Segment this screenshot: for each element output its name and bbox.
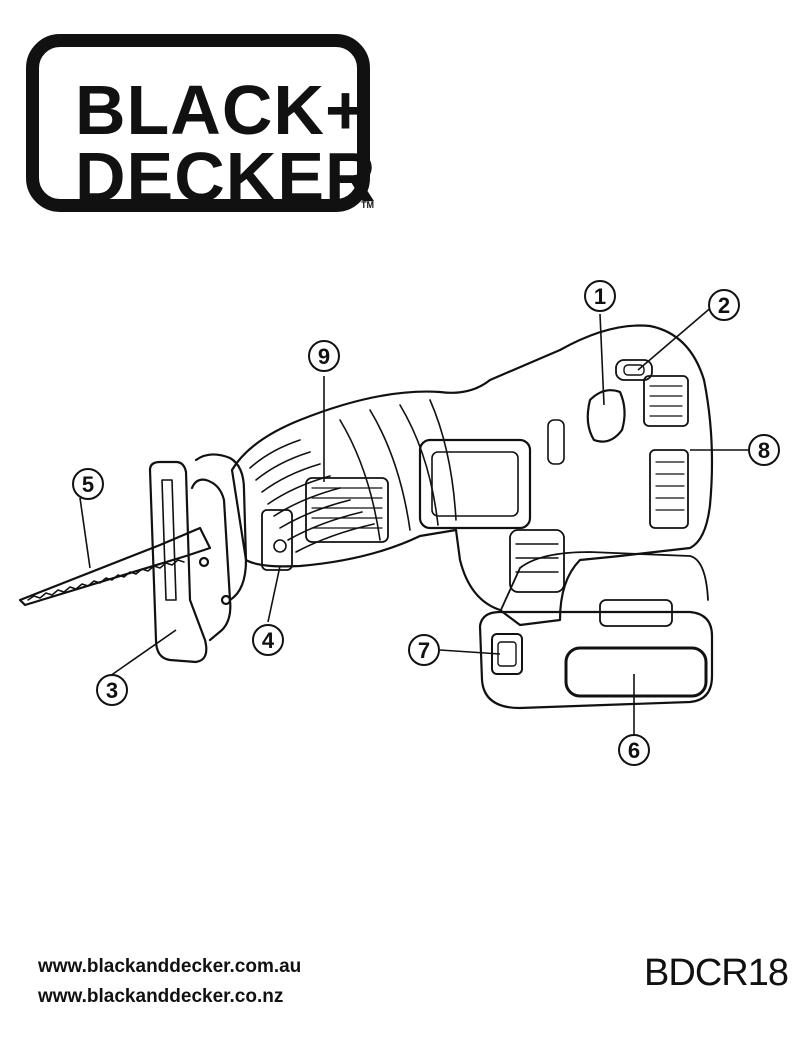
shoe: [148, 460, 208, 664]
battery-pack: [478, 610, 714, 710]
callout-2: 2: [718, 293, 730, 318]
logo-line-2: DECKER: [75, 138, 377, 216]
saw-body: [230, 324, 714, 627]
callout-9: 9: [318, 344, 330, 369]
model-number: BDCR18: [644, 952, 789, 994]
saw-blade: [18, 526, 212, 607]
grip-ribs: [249, 399, 457, 553]
website-url-au[interactable]: www.blackanddecker.com.au: [38, 956, 302, 977]
website-url-nz[interactable]: www.blackanddecker.co.nz: [38, 986, 284, 1007]
brand-logo: BLACK+ DECKER: [26, 34, 376, 212]
logo-line-1: BLACK+: [75, 71, 367, 149]
trademark-mark: TM: [361, 200, 374, 210]
reciprocating-saw-illustration: 1 2 8 5 4 3 6 7 9: [18, 280, 780, 766]
callout-3: 3: [106, 678, 118, 703]
trigger: [586, 389, 626, 443]
callout-8: 8: [758, 438, 770, 463]
callout-6: 6: [628, 738, 640, 763]
callout-1: 1: [594, 284, 606, 309]
callout-7: 7: [418, 638, 430, 663]
callout-4: 4: [262, 628, 275, 653]
callout-5: 5: [82, 472, 94, 497]
